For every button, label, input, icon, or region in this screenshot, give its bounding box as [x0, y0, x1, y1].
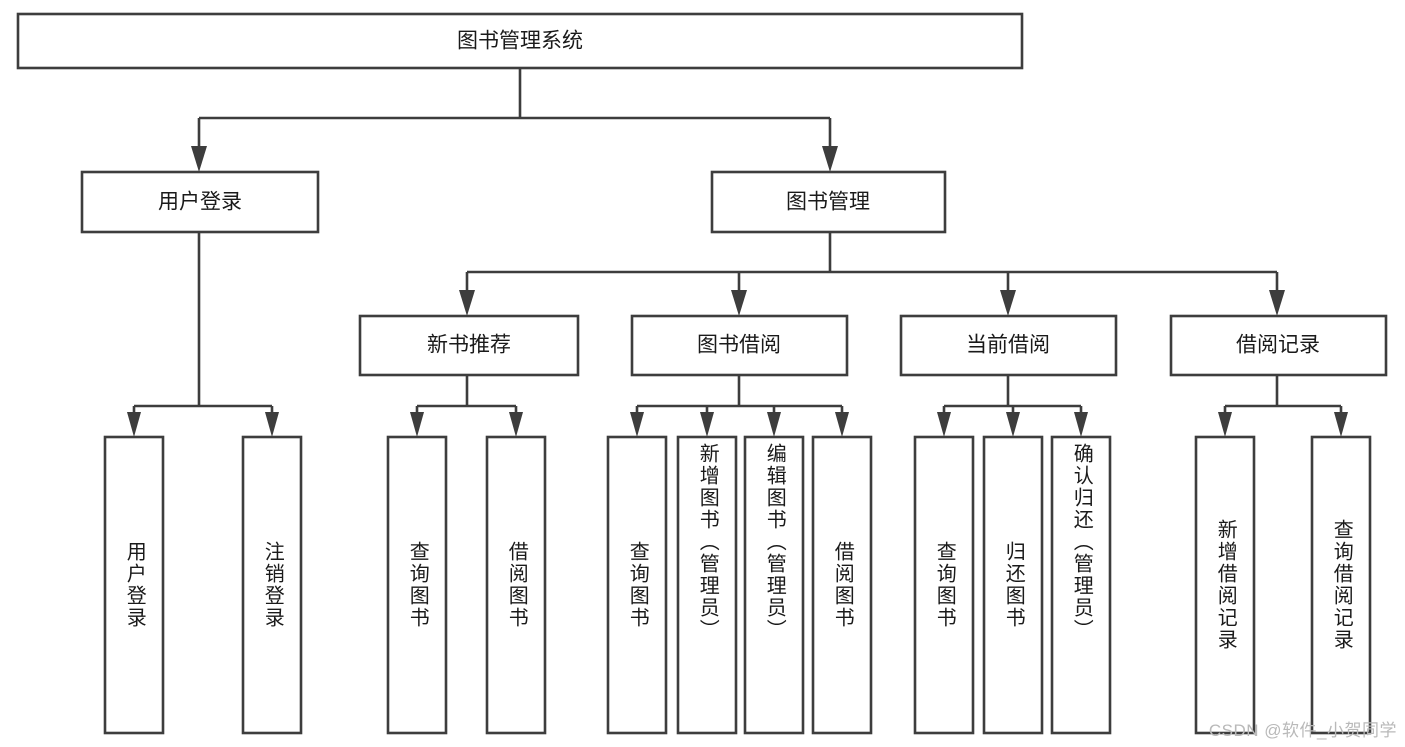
leaf-query-book-1-box[interactable] [386, 435, 448, 735]
node-root-box[interactable] [16, 12, 1024, 70]
leaf-borrow-book-2-box[interactable] [811, 435, 873, 735]
node-user-login[interactable]: 用户登录 [80, 170, 320, 234]
arrowhead-leaf-query-book-3 [937, 412, 951, 437]
node-book-manage-label: 图书管理 [786, 191, 870, 214]
arrowhead-leaf-query-book-2 [630, 412, 644, 437]
node-borrow-record-label: 借阅记录 [1236, 334, 1320, 357]
leaf-query-book-3-box[interactable] [913, 435, 975, 735]
connector-group-root-to-level2 [191, 68, 838, 172]
node-new-book-rec-label: 新书推荐 [427, 334, 511, 357]
node-borrow-record[interactable]: 借阅记录 [1169, 314, 1388, 377]
arrowhead-leaf-edit-book [767, 412, 781, 437]
arrowhead-leaf-query-book-1 [410, 412, 424, 437]
connector-group-bookmanage-to-level3 [459, 232, 1285, 316]
node-book-borrow-box[interactable] [630, 314, 849, 377]
arrowhead-leaf-add-record [1218, 412, 1232, 437]
arrowhead-book-borrow [731, 290, 747, 316]
node-user-login-box[interactable] [80, 170, 320, 234]
node-book-borrow[interactable]: 图书借阅 [630, 314, 849, 377]
leaf-confirm-return-box[interactable] [1050, 435, 1112, 735]
arrowhead-leaf-user-login [127, 412, 141, 437]
node-book-borrow-label: 图书借阅 [697, 334, 781, 357]
arrowhead-leaf-borrow-book-2 [835, 412, 849, 437]
leaf-user-logout-box[interactable] [241, 435, 303, 735]
node-current-borrow[interactable]: 当前借阅 [899, 314, 1118, 377]
node-new-book-rec[interactable]: 新书推荐 [358, 314, 580, 377]
node-root-label: 图书管理系统 [457, 30, 583, 53]
leaf-query-record-box[interactable] [1310, 435, 1372, 735]
leaf-edit-book-box[interactable] [743, 435, 805, 735]
connector-group-borrowrecord-leaves [1218, 375, 1348, 437]
connector-group-bookborrow-leaves [630, 375, 849, 437]
arrowhead-leaf-user-logout [265, 412, 279, 437]
leaf-add-book-box[interactable] [676, 435, 738, 735]
leaf-query-book-2-box[interactable] [606, 435, 668, 735]
arrowhead-leaf-return-book [1006, 412, 1020, 437]
connector-group-userlogin-leaves [127, 232, 279, 437]
connector-group-newbookrec-leaves [410, 375, 523, 437]
arrowhead-leaf-confirm-return [1074, 412, 1088, 437]
node-book-manage-box[interactable] [710, 170, 947, 234]
leaf-add-record-box[interactable] [1194, 435, 1256, 735]
leaf-borrow-book-1-box[interactable] [485, 435, 547, 735]
arrowhead-leaf-query-record [1334, 412, 1348, 437]
node-borrow-record-box[interactable] [1169, 314, 1388, 377]
node-book-manage[interactable]: 图书管理 [710, 170, 947, 234]
arrowhead-user-login [191, 146, 207, 172]
node-current-borrow-box[interactable] [899, 314, 1118, 377]
arrowhead-leaf-add-book [700, 412, 714, 437]
node-new-book-rec-box[interactable] [358, 314, 580, 377]
arrowhead-borrow-record [1269, 290, 1285, 316]
leaf-boxes [103, 435, 1372, 735]
node-user-login-label: 用户登录 [158, 191, 242, 214]
leaf-user-login-box[interactable] [103, 435, 165, 735]
connector-group-currentborrow-leaves [937, 375, 1088, 437]
node-root[interactable]: 图书管理系统 [16, 12, 1024, 70]
arrowhead-current-borrow [1000, 290, 1016, 316]
arrowhead-leaf-borrow-book-1 [509, 412, 523, 437]
node-current-borrow-label: 当前借阅 [966, 334, 1050, 357]
arrowhead-book-manage [822, 146, 838, 172]
leaf-return-book-box[interactable] [982, 435, 1044, 735]
arrowhead-new-book-rec [459, 290, 475, 316]
csdn-watermark: CSDN @软件_小贺同学 [1208, 721, 1397, 740]
